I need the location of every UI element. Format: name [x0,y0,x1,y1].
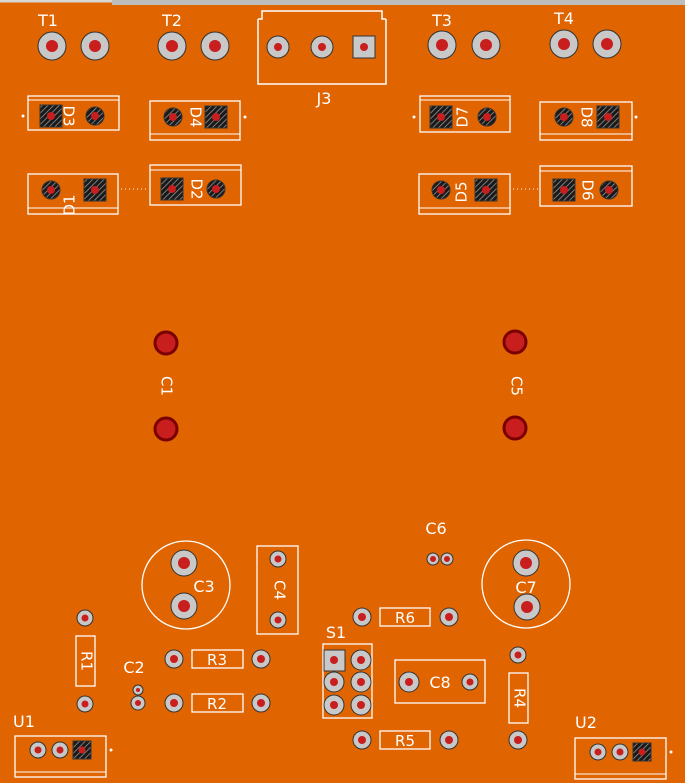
label-C3: C3 [193,577,214,596]
capacitor-C6[interactable]: C6 [425,519,454,566]
resistor-R5[interactable]: R5 [352,730,459,750]
switch-S1[interactable]: S1 [322,623,373,719]
label-D6: D6 [579,179,597,200]
diode-D5[interactable]: D5 [418,173,511,215]
diode-D2[interactable]: D2 [149,164,242,206]
regulator-U1[interactable]: U1 [13,712,113,778]
label-C5: C5 [508,376,526,396]
label-U2: U2 [575,713,597,732]
diode-D7[interactable]: D7 [412,95,511,133]
board-top-strip [112,0,685,5]
diode-D4[interactable]: D4 [149,100,247,141]
label-D2: D2 [188,178,206,199]
label-R2: R2 [207,695,227,713]
resistor-R4[interactable]: R4 [508,646,529,750]
terminal-T1[interactable]: T1 [37,11,110,61]
diode-D6[interactable]: D6 [539,165,633,207]
label-D7: D7 [454,106,472,127]
resistor-R3[interactable]: R3 [164,649,271,669]
capacitor-C1[interactable]: C1 [153,330,179,442]
capacitor-C8[interactable]: C8 [394,659,486,704]
resistor-R1[interactable]: R1 [75,609,96,713]
label-C1: C1 [158,376,176,396]
label-U1: U1 [13,712,35,731]
label-T1: T1 [37,11,58,30]
label-D1: D1 [61,194,79,215]
label-J3: J3 [316,89,332,108]
label-D3: D3 [60,105,78,126]
label-C4: C4 [271,580,289,600]
diode-D1[interactable]: D1 [27,173,119,216]
label-C8: C8 [429,673,450,692]
capacitor-C2[interactable]: C2 [123,658,146,711]
diode-D3[interactable]: D3 [21,95,120,131]
capacitor-C3[interactable]: C3 [141,540,231,630]
resistor-R6[interactable]: R6 [352,607,459,627]
label-R6: R6 [395,609,415,627]
label-T3: T3 [431,11,452,30]
label-C2: C2 [123,658,144,677]
capacitor-C5[interactable]: C5 [502,329,528,441]
connector-J3[interactable]: J3 [257,10,387,108]
resistor-R2[interactable]: R2 [164,693,271,713]
label-R3: R3 [207,651,227,669]
label-R5: R5 [395,732,415,750]
terminal-T3[interactable]: T3 [427,11,501,60]
label-S1: S1 [326,623,346,642]
capacitor-C4[interactable]: C4 [256,545,299,635]
label-T4: T4 [553,9,574,28]
terminal-T4[interactable]: T4 [549,9,622,59]
regulator-U2[interactable]: U2 [574,713,673,780]
label-D8: D8 [578,106,596,127]
label-C6: C6 [425,519,446,538]
label-T2: T2 [161,11,182,30]
label-C7: C7 [515,578,536,597]
terminal-T2[interactable]: T2 [157,11,230,61]
label-R1: R1 [78,651,96,671]
label-R4: R4 [511,688,529,708]
label-D5: D5 [453,181,471,202]
capacitor-C7[interactable]: C7 [481,539,571,629]
diode-D8[interactable]: D8 [539,101,638,141]
label-D4: D4 [187,106,205,127]
